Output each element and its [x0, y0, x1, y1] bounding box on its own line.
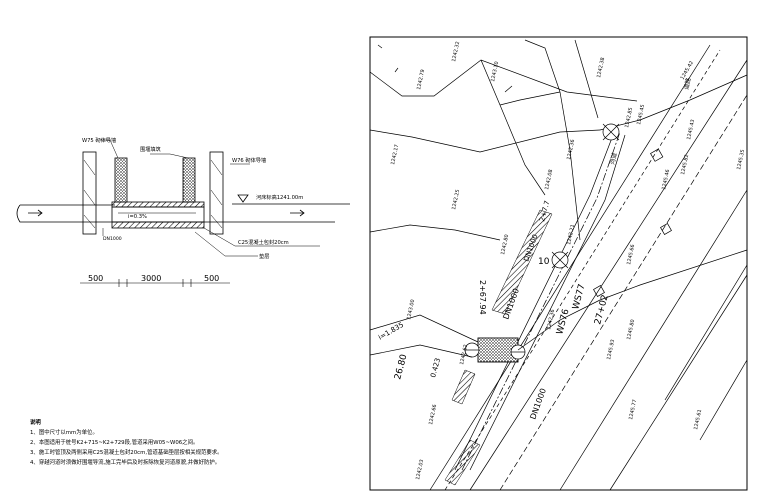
label-chain-c: 27+02 — [593, 294, 611, 326]
elev-label: 1245.35 — [736, 149, 746, 170]
fill-right — [182, 157, 196, 203]
concrete-top — [111, 201, 205, 208]
fill-left — [114, 157, 128, 203]
road-dash-2 — [499, 94, 748, 491]
dim-left: 500 — [88, 274, 103, 283]
river-line-1 — [369, 314, 479, 343]
dim-mid: 3000 — [141, 274, 161, 283]
elev-label: 1245.46 — [661, 169, 671, 190]
label-water-level: 河床标高1241.00m — [256, 193, 303, 201]
culvert-hatch — [491, 209, 553, 315]
pipe-body — [16, 204, 335, 223]
label-road: 道路 — [682, 77, 692, 90]
elev-label: 1245.66 — [626, 244, 636, 265]
label-len-b: 0.423 — [429, 357, 442, 378]
label-wall-right: W76 砌体导墙 — [232, 156, 266, 164]
road-edge-3 — [559, 189, 748, 491]
label-dn-c: DN1000 — [528, 387, 548, 421]
elev-label: 1242.36 — [546, 309, 556, 330]
pipeline-centre — [461, 131, 621, 471]
elev-label: 1245.80 — [626, 319, 636, 340]
elev-label: 1245.82 — [680, 154, 690, 175]
label-fill: 围堰填筑 — [140, 145, 162, 153]
elev-label: 1242.36 — [566, 139, 576, 160]
label-ws76: WS76 — [555, 308, 571, 336]
river-line-2 — [369, 344, 473, 358]
elev-label: 1242.25 — [451, 189, 461, 210]
flow-arrow-right — [290, 209, 305, 217]
elev-label: 1242.03 — [415, 459, 425, 480]
pipeline-edge-a — [454, 129, 616, 471]
notes-title: 说明 — [30, 420, 41, 426]
label-dn: DN1000 — [103, 236, 122, 242]
river-line-3 — [517, 249, 748, 351]
note-item: 1、图中尺寸以mm为单位。 — [30, 430, 98, 436]
elev-label: 1242.66 — [428, 404, 438, 425]
label-river: 河道 — [608, 152, 618, 165]
elev-label: 1242.17 — [390, 144, 400, 165]
elev-label: 1242.62 — [459, 344, 469, 365]
dim-right: 500 — [204, 274, 219, 283]
flow-arrow-left — [28, 209, 43, 217]
elev-label: 1243.10 — [490, 61, 500, 82]
elev-label: 1245.77 — [628, 399, 638, 420]
plan-view — [369, 36, 748, 491]
label-chain-a: 2+67.94 — [478, 280, 487, 315]
label-ws77: WS77 — [571, 283, 587, 311]
elev-label: 1242.79 — [416, 69, 426, 90]
dimension-line — [80, 279, 230, 287]
guide-wall-right — [209, 151, 224, 235]
notes-block: 说明 1、图中尺寸以mm为单位。 2、本图适用于桩号K2+715~K2+729段… — [30, 418, 330, 468]
label-concrete: C25混凝土包封20cm — [238, 238, 289, 246]
road-edge-2 — [469, 59, 748, 491]
elev-label: 1242.21 — [566, 224, 576, 245]
cross-section — [16, 139, 350, 287]
elev-label: 1242.38 — [596, 57, 606, 78]
road-edge-1 — [429, 44, 711, 491]
note-item: 4、穿越河道时须做好围堰导流,施工完毕后及时拆除恢复河道原貌,并做好防护。 — [30, 460, 221, 466]
water-level-symbol — [237, 194, 249, 203]
road-dash-1 — [444, 49, 721, 491]
elev-label: 1242.80 — [500, 234, 510, 255]
road-edge-4 — [609, 274, 748, 491]
label-ten: 10 — [538, 257, 550, 267]
elev-label: 1243.00 — [406, 299, 416, 320]
elev-label: 1245.43 — [686, 119, 696, 140]
note-item: 2、本图适用于桩号K2+715~K2+729段,管道采用W05~W06之间。 — [30, 440, 199, 446]
plan-frame — [369, 36, 748, 491]
elev-label: 1245.61 — [693, 409, 703, 430]
label-gravel: 垫层 — [259, 252, 269, 260]
elev-label: 1242.32 — [451, 41, 461, 62]
concrete-bottom — [111, 221, 205, 229]
label-slope: i=0.3% — [128, 214, 147, 220]
guide-wall-left — [82, 151, 97, 235]
elev-label: 1245.93 — [606, 339, 616, 360]
label-len-a: 26.80 — [393, 353, 409, 381]
elev-label: 1242.85 — [624, 107, 634, 128]
pipeline-edge-b — [469, 134, 626, 471]
note-item: 3、施工时管顶及两侧采用C25混凝土包封20cm,管道基础垫层按相关规范要求。 — [30, 450, 223, 456]
elev-label: 1245.45 — [636, 104, 646, 125]
elev-label: 1242.08 — [544, 169, 554, 190]
label-wall-left: W75 砌体导墙 — [82, 136, 116, 144]
